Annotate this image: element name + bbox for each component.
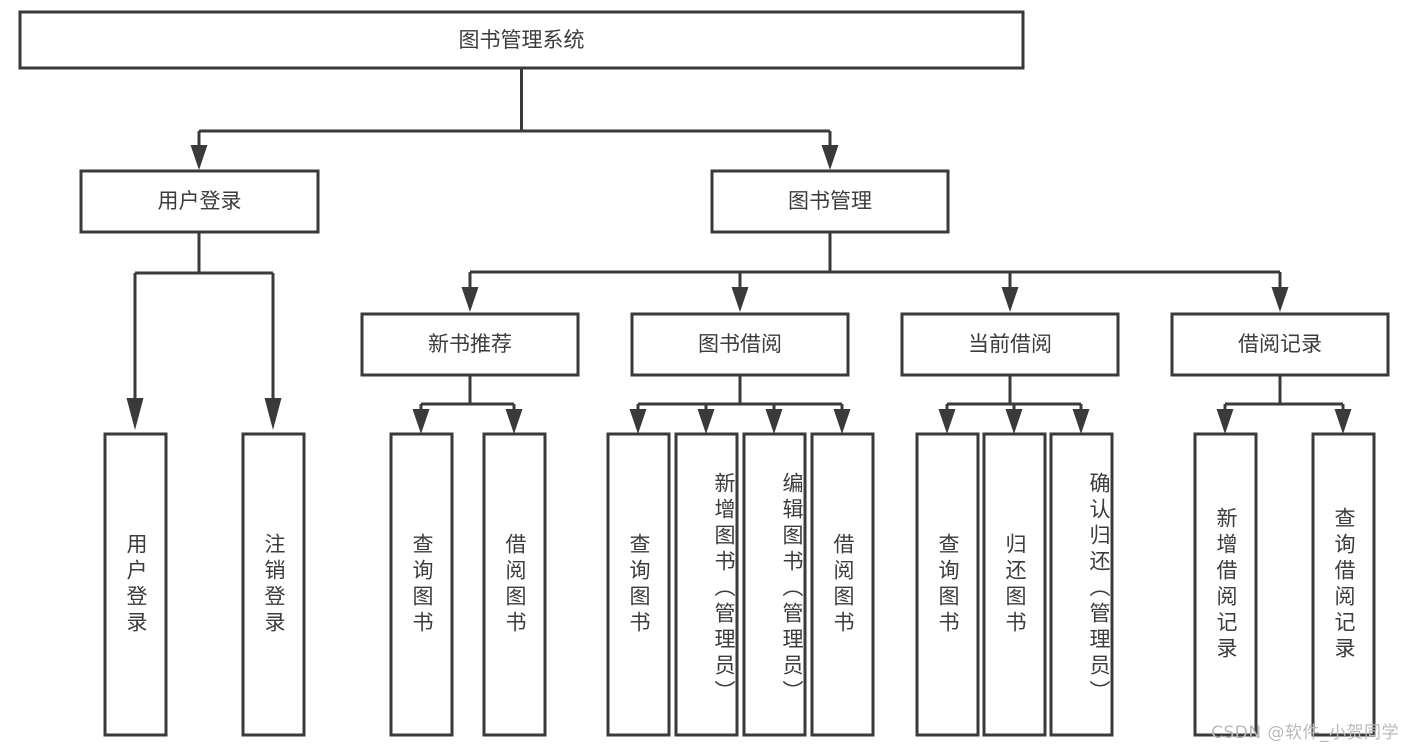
arrowhead-leaf-logout-login bbox=[264, 398, 282, 430]
node-root-label: 图书管理系统 bbox=[459, 28, 585, 52]
leaf-box-add-record[interactable] bbox=[1193, 432, 1258, 737]
leaf-box-confirm-return[interactable] bbox=[1049, 432, 1114, 737]
csdn-watermark: CSDN @软件_小贺同学 bbox=[1211, 723, 1399, 743]
node-book-borrow-box[interactable] bbox=[630, 312, 850, 377]
node-borrow-record-label: 借阅记录 bbox=[1238, 332, 1322, 356]
arrowhead-borrow-record bbox=[1271, 287, 1289, 312]
leaf-box-query-book-2[interactable] bbox=[606, 432, 671, 737]
node-current-borrow-box[interactable] bbox=[900, 312, 1120, 377]
node-book-borrow[interactable]: 图书借阅 bbox=[630, 312, 850, 377]
arrowhead-leaf-user-login bbox=[126, 398, 144, 430]
node-root[interactable]: 图书管理系统 bbox=[18, 10, 1025, 70]
node-borrow-record[interactable]: 借阅记录 bbox=[1170, 312, 1390, 377]
leaf-box-user-login[interactable] bbox=[103, 432, 168, 737]
arrowhead-leaf-query-book-1 bbox=[412, 409, 430, 434]
leaf-box-return-book[interactable] bbox=[982, 432, 1047, 737]
node-new-book-recommend-label: 新书推荐 bbox=[428, 332, 512, 356]
leaf-box-query-record[interactable] bbox=[1311, 432, 1376, 737]
arrowhead-book-management bbox=[821, 145, 839, 170]
node-book-management-label: 图书管理 bbox=[788, 189, 872, 213]
leaf-box-borrow-book-2[interactable] bbox=[810, 432, 875, 737]
node-new-book-recommend-box[interactable] bbox=[360, 312, 580, 377]
arrowhead-leaf-edit-book bbox=[765, 409, 783, 434]
node-book-management-box[interactable] bbox=[710, 169, 950, 234]
arrowhead-leaf-query-book-2 bbox=[629, 409, 647, 434]
arrowhead-leaf-query-book-3 bbox=[938, 409, 956, 434]
leaf-box-group bbox=[103, 432, 1376, 737]
leaf-box-add-book[interactable] bbox=[674, 432, 739, 737]
leaf-box-query-book-3[interactable] bbox=[915, 432, 980, 737]
arrowhead-user-login bbox=[190, 145, 208, 170]
arrowhead-current-borrow bbox=[1001, 287, 1019, 312]
connector-group bbox=[126, 68, 1352, 434]
arrowhead-leaf-add-book bbox=[697, 409, 715, 434]
node-user-login[interactable]: 用户登录 bbox=[79, 169, 320, 234]
arrowhead-leaf-borrow-book-2 bbox=[833, 409, 851, 434]
leaf-box-query-book-1[interactable] bbox=[389, 432, 454, 737]
arrowhead-leaf-borrow-book-1 bbox=[505, 409, 523, 434]
arrowhead-leaf-query-record bbox=[1334, 409, 1352, 434]
arrowhead-leaf-confirm-return bbox=[1072, 409, 1090, 434]
leaf-box-edit-book[interactable] bbox=[742, 432, 807, 737]
node-current-borrow[interactable]: 当前借阅 bbox=[900, 312, 1120, 377]
node-book-management[interactable]: 图书管理 bbox=[710, 169, 950, 234]
node-user-login-label: 用户登录 bbox=[158, 189, 242, 213]
node-user-login-box[interactable] bbox=[79, 169, 320, 234]
arrowhead-new-book-recommend bbox=[461, 287, 479, 312]
arrowhead-book-borrow bbox=[731, 287, 749, 312]
node-book-borrow-label: 图书借阅 bbox=[698, 332, 782, 356]
arrowhead-leaf-add-record bbox=[1216, 409, 1234, 434]
leaf-box-borrow-book-1[interactable] bbox=[482, 432, 547, 737]
node-borrow-record-box[interactable] bbox=[1170, 312, 1390, 377]
node-root-box[interactable] bbox=[18, 10, 1025, 70]
leaf-box-logout-login[interactable] bbox=[241, 432, 306, 737]
node-new-book-recommend[interactable]: 新书推荐 bbox=[360, 312, 580, 377]
arrowhead-leaf-return-book bbox=[1005, 409, 1023, 434]
node-current-borrow-label: 当前借阅 bbox=[968, 332, 1052, 356]
